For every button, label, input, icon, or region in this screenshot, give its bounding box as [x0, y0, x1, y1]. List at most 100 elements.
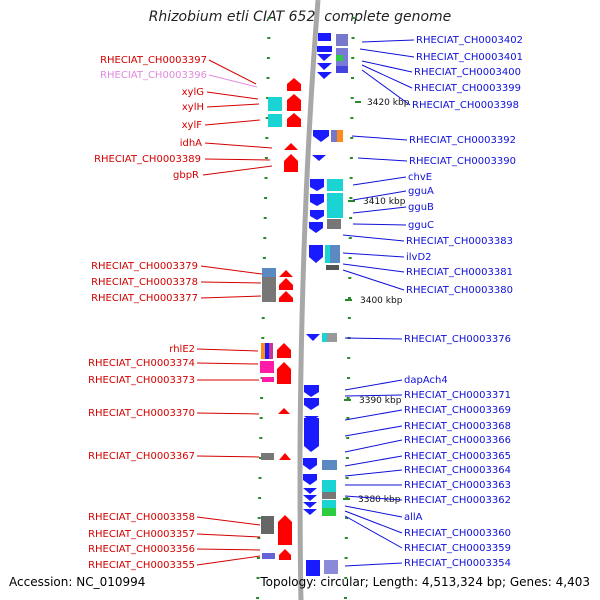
scale-label: 3420 kbp	[367, 98, 410, 108]
gene-label[interactable]: RHECIAT_CH0003355	[88, 560, 195, 571]
gene-block	[322, 508, 336, 516]
gene-block	[336, 66, 348, 73]
gene-label[interactable]: RHECIAT_CH0003365	[404, 451, 511, 462]
gene-label[interactable]: RHECIAT_CH0003397	[100, 55, 207, 66]
gene-label[interactable]: RHECIAT_CH0003374	[88, 358, 195, 369]
gene-label[interactable]: gbpR	[173, 170, 199, 181]
minor-tick	[259, 437, 263, 439]
gene-label[interactable]: rhlE2	[169, 344, 195, 355]
gene-arrow	[287, 94, 301, 111]
gene-label[interactable]: xylG	[182, 87, 204, 98]
gene-label[interactable]: gguC	[408, 220, 434, 231]
gene-label[interactable]: RHECIAT_CH0003402	[416, 35, 523, 46]
gene-label[interactable]: RHECIAT_CH0003399	[414, 83, 521, 94]
left-labels: RHECIAT_CH0003397 RHECIAT_CH0003396 xylG…	[88, 55, 207, 571]
leader-line	[344, 495, 403, 501]
gene-arrow	[279, 453, 291, 460]
leader-line	[344, 510, 403, 534]
gene-block	[322, 333, 327, 342]
gene-label[interactable]: RHECIAT_CH0003396	[100, 70, 207, 81]
gene-label[interactable]: RHECIAT_CH0003376	[404, 334, 511, 345]
minor-tick	[344, 597, 347, 599]
gene-arrow	[310, 210, 324, 220]
gene-label[interactable]: RHECIAT_CH0003400	[414, 67, 521, 78]
leader-line	[357, 157, 408, 162]
gene-label[interactable]: dapAch4	[404, 375, 448, 386]
leader-line	[352, 190, 407, 201]
gene-label[interactable]: RHECIAT_CH0003389	[94, 154, 201, 165]
gene-block	[262, 268, 276, 277]
gene-label[interactable]: RHECIAT_CH0003369	[404, 405, 511, 416]
leader-line	[351, 135, 408, 141]
minor-tick	[260, 397, 264, 399]
minor-tick	[345, 457, 349, 459]
minor-tick	[262, 257, 266, 259]
gene-label[interactable]: RHECIAT_CH0003398	[412, 100, 519, 111]
gene-label[interactable]: RHECIAT_CH0003359	[404, 543, 511, 554]
leader-line	[200, 265, 263, 275]
minor-tick	[348, 297, 351, 299]
gene-label[interactable]: RHECIAT_CH0003363	[404, 480, 511, 491]
gene-label[interactable]: RHECIAT_CH0003356	[88, 544, 195, 555]
gene-label[interactable]: RHECIAT_CH0003371	[404, 390, 511, 401]
gene-arrow	[303, 488, 317, 494]
gene-label[interactable]: RHECIAT_CH0003368	[404, 421, 511, 432]
leader-line	[344, 409, 403, 421]
gene-label[interactable]: RHECIAT_CH0003383	[406, 236, 513, 247]
gene-label[interactable]: RHECIAT_CH0003370	[88, 408, 195, 419]
forward-strand-genes	[303, 33, 348, 576]
minor-tick	[351, 57, 355, 59]
leader-line	[196, 533, 261, 538]
gene-block	[337, 130, 343, 142]
gene-label[interactable]: RHECIAT_CH0003373	[88, 375, 195, 386]
gene-label[interactable]: RHECIAT_CH0003392	[409, 135, 516, 146]
gene-arrow	[303, 509, 317, 515]
gene-label[interactable]: RHECIAT_CH0003362	[404, 495, 511, 506]
gene-label[interactable]: RHECIAT_CH0003366	[404, 435, 511, 446]
leader-line	[206, 103, 260, 108]
leader-line	[344, 505, 403, 518]
gene-arrow	[310, 194, 324, 206]
gene-label[interactable]: xylF	[182, 120, 203, 131]
gene-label[interactable]: idhA	[180, 138, 202, 149]
minor-tick	[259, 417, 263, 419]
gene-label[interactable]: ilvD2	[406, 252, 432, 263]
gene-label[interactable]: RHECIAT_CH0003378	[91, 277, 198, 288]
gene-label[interactable]: RHECIAT_CH0003401	[416, 52, 523, 63]
minor-tick	[266, 77, 270, 79]
gene-arrow	[279, 278, 293, 290]
gene-label[interactable]: allA	[404, 512, 423, 523]
leader-line	[361, 39, 415, 43]
minor-tick	[349, 157, 353, 159]
gene-arrow	[284, 154, 298, 172]
gene-arrow	[279, 291, 293, 302]
gene-arrow	[279, 270, 293, 277]
minor-tick	[344, 557, 348, 559]
gene-block	[331, 130, 337, 142]
gene-label[interactable]: RHECIAT_CH0003358	[88, 512, 195, 523]
gene-arrow	[309, 245, 323, 263]
gene-label[interactable]: RHECIAT_CH0003360	[404, 528, 511, 539]
gene-arrow	[317, 72, 332, 79]
minor-tick	[347, 317, 351, 319]
minor-tick	[256, 557, 260, 559]
gene-label[interactable]: RHECIAT_CH0003390	[409, 156, 516, 167]
gene-label[interactable]: RHECIAT_CH0003364	[404, 465, 511, 476]
leader-line	[204, 158, 271, 161]
gene-label[interactable]: xylH	[182, 102, 204, 113]
gene-arrow	[304, 398, 319, 410]
gene-label[interactable]: RHECIAT_CH0003381	[406, 267, 513, 278]
gene-block	[325, 245, 330, 263]
gene-label[interactable]: RHECIAT_CH0003357	[88, 529, 195, 540]
minor-tick	[263, 217, 267, 219]
gene-label[interactable]: RHECIAT_CH0003379	[91, 261, 198, 272]
gene-label[interactable]: chvE	[408, 172, 432, 183]
gene-label[interactable]: gguA	[408, 186, 434, 197]
leader-line	[200, 281, 262, 284]
gene-label[interactable]: RHECIAT_CH0003354	[404, 558, 511, 569]
gene-label[interactable]: RHECIAT_CH0003380	[406, 285, 513, 296]
gene-label[interactable]: RHECIAT_CH0003367	[88, 451, 195, 462]
gene-arrow	[278, 408, 290, 414]
gene-label[interactable]: gguB	[408, 202, 434, 213]
gene-label[interactable]: RHECIAT_CH0003377	[91, 293, 198, 304]
